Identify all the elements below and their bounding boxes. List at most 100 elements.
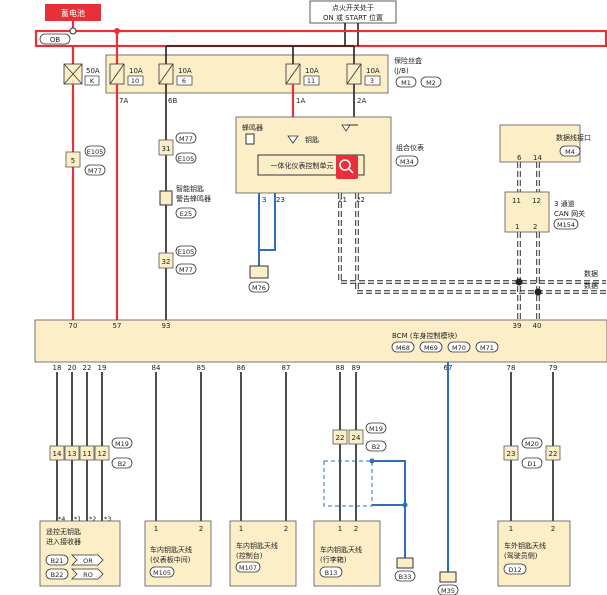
svg-text:85: 85 — [197, 364, 206, 372]
svg-text:组合仪表: 组合仪表 — [396, 143, 424, 152]
svg-text:M4: M4 — [565, 148, 575, 156]
svg-text:84: 84 — [152, 364, 161, 372]
svg-text:22: 22 — [83, 364, 92, 372]
svg-text:88: 88 — [336, 364, 345, 372]
fuse-10a-3: 10A 3 2A — [346, 46, 381, 105]
svg-text:一体化仪表控制单元: 一体化仪表控制单元 — [271, 161, 334, 170]
svg-text:70: 70 — [69, 322, 78, 330]
svg-text:1: 1 — [509, 525, 513, 533]
svg-text:车内钥匙天线: 车内钥匙天线 — [150, 545, 192, 554]
ignition-note-box — [309, 0, 397, 24]
ob-connector — [39, 33, 71, 45]
svg-text:10A: 10A — [129, 67, 143, 75]
key-light-icon — [287, 135, 299, 144]
bcm-module — [34, 319, 607, 363]
jb-name: 保险丝盒 — [394, 56, 422, 65]
svg-text:86: 86 — [237, 364, 246, 372]
svg-text:11: 11 — [83, 450, 92, 458]
svg-text:11: 11 — [512, 197, 521, 205]
svg-text:19: 19 — [98, 364, 107, 372]
svg-text:*3: *3 — [104, 515, 111, 523]
shield-outline — [323, 460, 373, 507]
svg-text:10A: 10A — [305, 67, 319, 75]
wire-meter-ground — [258, 193, 276, 251]
svg-text:CAN 网关: CAN 网关 — [554, 209, 585, 218]
fuse-10a-6: 10A 6 6B — [158, 46, 193, 105]
svg-text:B21: B21 — [51, 557, 64, 565]
warning-buzzer-icon — [159, 190, 173, 206]
svg-text:1: 1 — [338, 525, 342, 533]
svg-text:12: 12 — [532, 197, 541, 205]
svg-text:数据: 数据 — [584, 269, 598, 278]
svg-text:(控制台): (控制台) — [236, 551, 263, 560]
battery-label: 蓄电池 — [61, 8, 85, 18]
svg-text:5: 5 — [71, 157, 75, 165]
svg-text:18: 18 — [53, 364, 62, 372]
svg-text:14: 14 — [53, 450, 62, 458]
fuse-box-jb — [105, 54, 389, 94]
svg-text:(仪表板中间): (仪表板中间) — [150, 555, 191, 564]
svg-text:3: 3 — [262, 196, 266, 204]
jb-conn-m2: M2 — [426, 79, 436, 87]
svg-text:E105: E105 — [178, 155, 195, 163]
svg-text:BCM (车身控制模块): BCM (车身控制模块) — [392, 331, 458, 340]
svg-text:进入接收器: 进入接收器 — [46, 537, 81, 546]
svg-text:7A: 7A — [119, 97, 128, 105]
svg-text:2: 2 — [551, 525, 555, 533]
svg-text:M105: M105 — [153, 569, 171, 577]
svg-text:1: 1 — [154, 525, 158, 533]
svg-text:14: 14 — [533, 154, 542, 162]
svg-text:E105: E105 — [87, 148, 104, 156]
svg-text:数据: 数据 — [584, 281, 598, 290]
ignition-note-line2: ON 或 START 位置 — [323, 13, 383, 22]
svg-text:21: 21 — [338, 196, 347, 204]
svg-text:M34: M34 — [400, 158, 414, 166]
battery-label-box — [45, 4, 101, 21]
svg-text:钥匙: 钥匙 — [305, 135, 319, 144]
ob-bus-frame — [34, 29, 607, 48]
svg-text:2A: 2A — [357, 97, 366, 105]
svg-text:遥控无钥匙: 遥控无钥匙 — [46, 527, 81, 536]
svg-text:1A: 1A — [296, 97, 305, 105]
svg-text:31: 31 — [162, 145, 171, 153]
ignition-note-line1: 点火开关处于 — [332, 3, 374, 12]
svg-text:M19: M19 — [369, 425, 383, 433]
svg-text:10A: 10A — [178, 67, 192, 75]
svg-text:50A: 50A — [86, 67, 100, 75]
jb-sub: (J/B) — [394, 67, 409, 75]
svg-text:K: K — [90, 77, 95, 85]
svg-text:93: 93 — [162, 322, 171, 330]
svg-text:23: 23 — [507, 450, 516, 458]
fuse-10a-10: 10A 10 7A — [109, 31, 144, 105]
svg-text:40: 40 — [533, 322, 542, 330]
svg-text:*1: *1 — [74, 515, 81, 523]
jb-conn-m1: M1 — [401, 79, 411, 87]
svg-text:2: 2 — [284, 525, 288, 533]
svg-text:E105: E105 — [178, 248, 195, 256]
svg-text:警告蜂鸣器: 警告蜂鸣器 — [176, 194, 211, 203]
ob-label: OB — [50, 36, 61, 44]
svg-text:6: 6 — [182, 77, 186, 85]
svg-text:87: 87 — [282, 364, 291, 372]
svg-text:B13: B13 — [325, 569, 338, 577]
svg-text:(行李箱): (行李箱) — [320, 555, 347, 564]
svg-text:1: 1 — [239, 525, 243, 533]
svg-text:23: 23 — [276, 196, 285, 204]
svg-text:22: 22 — [336, 434, 345, 442]
svg-text:D1: D1 — [527, 460, 536, 468]
svg-text:M35: M35 — [441, 587, 455, 595]
svg-text:24: 24 — [352, 434, 361, 442]
svg-text:智能钥匙: 智能钥匙 — [176, 184, 204, 193]
svg-text:1: 1 — [515, 223, 519, 231]
svg-text:M68: M68 — [396, 344, 410, 352]
svg-text:M154: M154 — [557, 221, 575, 229]
svg-text:M76: M76 — [252, 284, 266, 292]
svg-text:*2: *2 — [89, 515, 96, 523]
svg-text:3: 3 — [370, 77, 374, 85]
search-icon[interactable] — [336, 155, 358, 179]
svg-text:2: 2 — [354, 525, 358, 533]
svg-text:(驾驶员侧): (驾驶员侧) — [504, 551, 538, 560]
svg-text:6B: 6B — [168, 97, 177, 105]
svg-text:M70: M70 — [452, 344, 466, 352]
